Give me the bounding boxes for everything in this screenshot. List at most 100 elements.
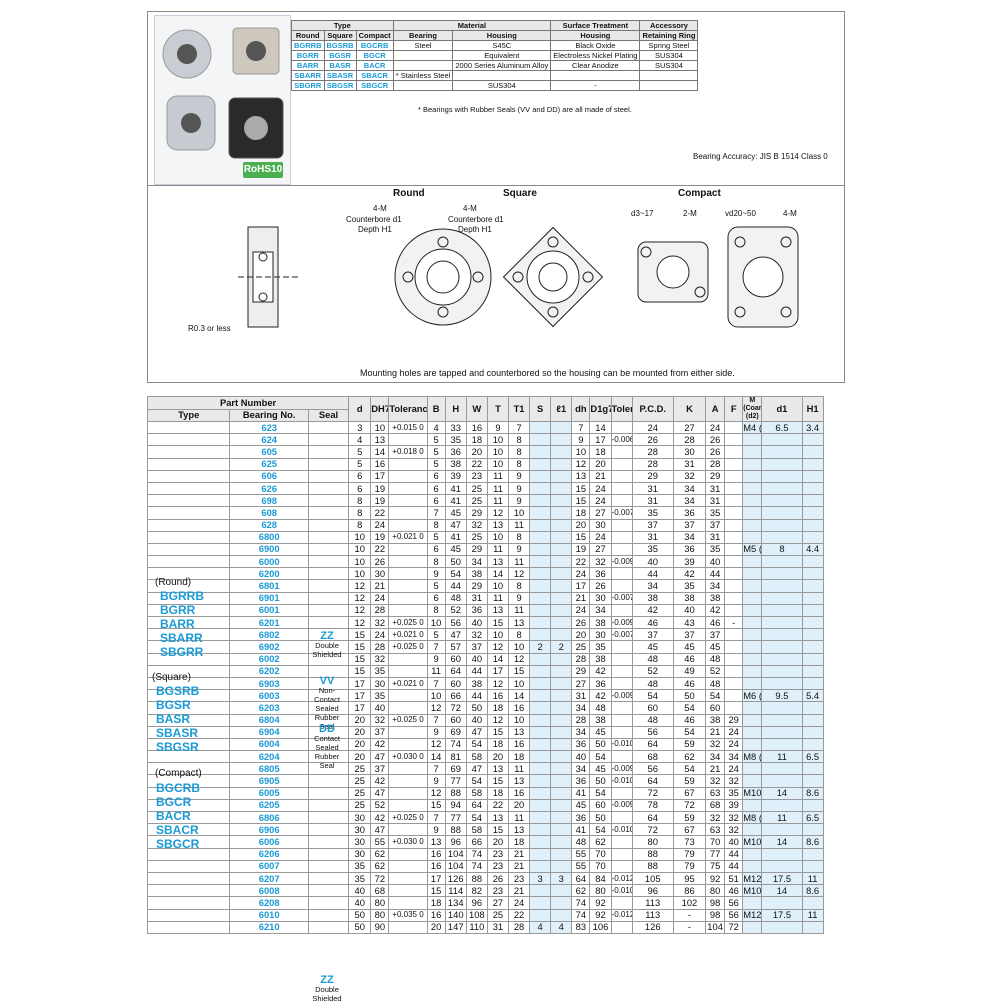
table-cell: 38: [589, 652, 612, 666]
table-cell: 84: [589, 871, 612, 886]
table-cell: 18: [426, 896, 446, 910]
table-cell: [610, 859, 633, 873]
table-cell: 17.5: [761, 871, 803, 886]
table-cell: 44: [724, 859, 744, 873]
table-cell: [529, 786, 552, 800]
table-cell: 45: [444, 506, 467, 520]
table-cell: 6005: [229, 786, 309, 800]
table-cell: 28: [370, 640, 390, 654]
table-cell: 31: [672, 457, 707, 471]
table-cell: [742, 652, 763, 666]
table-cell: 9: [426, 725, 446, 739]
table-cell: 31: [705, 530, 726, 544]
table-cell: 11: [507, 518, 531, 532]
table-cell: 20: [348, 750, 372, 764]
table-cell: 24: [631, 420, 674, 435]
table-cell: 52: [631, 664, 674, 678]
type-cell: SUS304: [452, 80, 552, 91]
table-cell: M12 (10.5): [742, 908, 763, 922]
table-cell: 45: [589, 762, 612, 776]
table-cell: [529, 750, 552, 764]
square-4m: 4-M: [463, 204, 477, 213]
table-cell: [307, 591, 350, 605]
col-t1: T1: [507, 396, 531, 422]
table-cell: 36: [589, 567, 612, 581]
table-cell: 14: [761, 884, 803, 898]
table-cell: 37: [370, 762, 390, 776]
table-cell: 30: [348, 810, 372, 825]
table-cell: 35: [705, 542, 726, 557]
table-cell: 62: [589, 835, 612, 849]
table-cell: [529, 652, 552, 666]
table-cell: 5: [348, 457, 372, 471]
table-cell: 18: [589, 445, 612, 459]
table-cell: 10: [571, 445, 591, 459]
table-cell: 19: [370, 481, 390, 496]
table-cell: 34: [571, 701, 591, 715]
table-cell: 64: [631, 737, 674, 752]
table-cell: [610, 750, 633, 764]
table-cell: [550, 823, 573, 837]
square-counterbore: Counterbore d1: [448, 215, 504, 224]
table-cell: 21: [571, 591, 591, 605]
rubber-seal-note: * Bearings with Rubber Seals (VV and DD)…: [418, 105, 632, 114]
table-cell: [146, 737, 231, 752]
table-cell: 9.5: [761, 689, 803, 703]
table-cell: 30: [589, 591, 612, 605]
col-d1: d1: [761, 396, 803, 422]
type-cell: Spring Steel: [639, 40, 699, 51]
table-cell: 66: [465, 835, 488, 849]
type-cell: [392, 50, 454, 61]
type-bgsr: BGSR: [156, 698, 191, 712]
table-cell: [146, 494, 231, 508]
table-cell: [529, 579, 552, 593]
table-cell: 94: [444, 798, 467, 813]
table-cell: 46: [705, 615, 726, 630]
surface-header: Surface Treatment: [550, 20, 641, 31]
table-cell: 63: [705, 823, 726, 837]
table-cell: [529, 676, 552, 691]
table-cell: 6200: [229, 567, 309, 581]
table-cell: +0.018 0: [388, 445, 428, 459]
table-cell: [761, 640, 803, 654]
table-cell: 9: [571, 433, 591, 447]
table-cell: 79: [672, 859, 707, 873]
table-cell: 64: [631, 810, 674, 825]
table-cell: [742, 713, 763, 727]
table-cell: 34: [672, 481, 707, 496]
table-cell: 36: [571, 810, 591, 825]
r-note: R0.3 or less: [188, 324, 231, 333]
type-cell: Black Oxide: [550, 40, 641, 51]
table-cell: [761, 433, 803, 447]
table-cell: [742, 762, 763, 776]
table-cell: 35: [589, 640, 612, 654]
table-cell: 32: [465, 518, 488, 532]
table-cell: 90: [370, 920, 390, 934]
table-cell: 40: [465, 615, 488, 630]
table-cell: 14: [589, 420, 612, 435]
table-cell: 6007: [229, 859, 309, 873]
table-cell: 625: [229, 457, 309, 471]
table-cell: 54: [465, 810, 488, 825]
table-cell: [146, 433, 231, 447]
table-cell: [307, 494, 350, 508]
table-cell: [550, 445, 573, 459]
table-cell: 38: [705, 591, 726, 605]
table-cell: 80: [370, 896, 390, 910]
table-cell: [388, 469, 428, 483]
compact-types: BGCRB BGCR BACR SBACR SBGCR: [156, 781, 200, 851]
table-cell: 13: [426, 835, 446, 849]
table-cell: 98: [705, 896, 726, 910]
table-cell: 5: [426, 579, 446, 593]
table-cell: 48: [571, 835, 591, 849]
table-cell: -0.009 -0.034: [610, 555, 633, 569]
table-cell: [801, 774, 824, 788]
table-cell: 11: [486, 542, 510, 557]
table-cell: 16: [507, 786, 531, 800]
table-cell: M6 (5.2): [742, 689, 763, 703]
table-cell: 10: [507, 713, 531, 727]
table-cell: [724, 469, 744, 483]
table-cell: 67: [672, 786, 707, 800]
